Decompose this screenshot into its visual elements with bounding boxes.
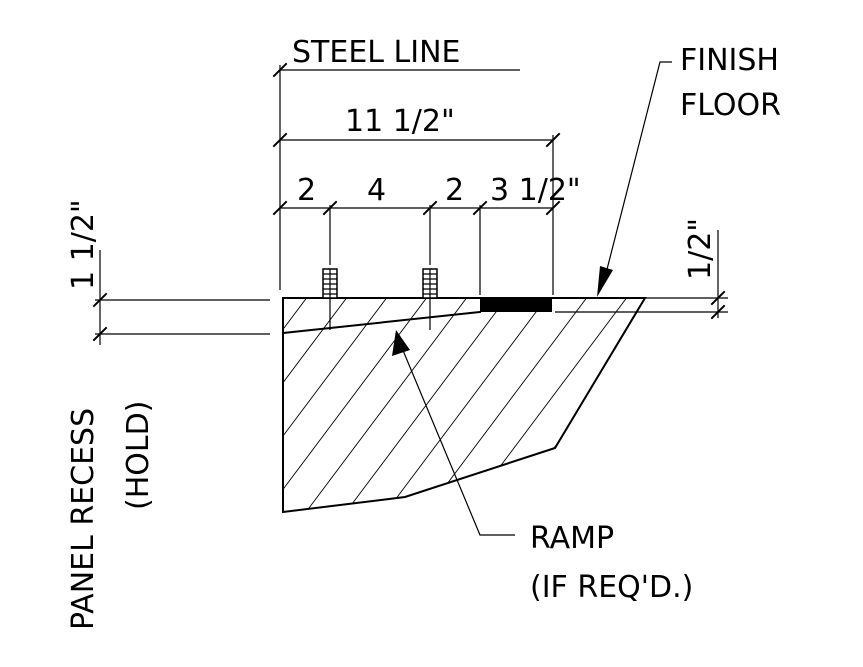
tick: [272, 62, 288, 78]
floor-label: FLOOR: [680, 88, 781, 123]
section-outline: [282, 297, 647, 514]
ramp-arrow: [392, 330, 410, 356]
hold-label: (HOLD): [121, 401, 156, 510]
finish-floor-leader: [602, 61, 672, 286]
seg-1-label: 2: [297, 173, 316, 208]
ramp-label: RAMP: [530, 521, 614, 556]
seg-2-label: 4: [367, 173, 386, 208]
finish-floor-strip: [480, 298, 552, 312]
seg-3-label: 2: [445, 173, 464, 208]
ramp-if-reqd-label: (IF REQ'D.): [530, 570, 693, 605]
recess-dim-label: 1 1/2": [66, 199, 101, 290]
anchor-bolt-left: [322, 268, 338, 299]
finish-floor-arrow: [597, 266, 613, 297]
steel-line-label: STEEL LINE: [292, 35, 461, 70]
ramp-line: [281, 310, 482, 335]
seg-4-label: 3 1/2": [490, 173, 581, 208]
extension-lines: [279, 65, 554, 295]
anchor-bolt-right: [422, 268, 438, 299]
panel-recess-label: PANEL RECESS: [66, 408, 101, 630]
overall-dim-label: 11 1/2": [345, 104, 455, 139]
half-inch-label: 1/2": [683, 218, 718, 280]
finish-label: FINISH: [680, 43, 779, 78]
ramp-leader: [401, 347, 515, 536]
concrete-hatch: [283, 298, 645, 512]
